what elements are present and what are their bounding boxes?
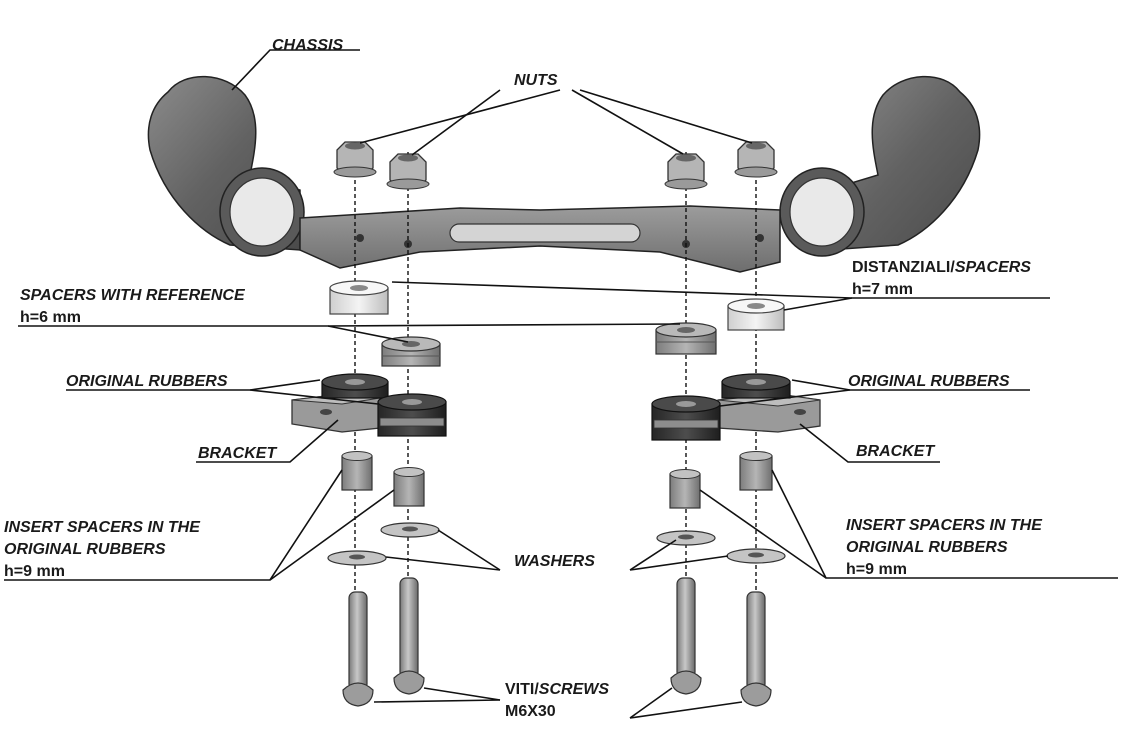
screw-3 (670, 577, 702, 695)
spacer-7mm-right (727, 298, 785, 331)
insert-spacer-4 (739, 451, 773, 491)
washer-1 (327, 550, 387, 566)
label-distanziali-suffix: SPACERS (955, 259, 1031, 276)
rubber-left-bottom (377, 393, 447, 437)
label-chassis: CHASSIS (272, 37, 343, 54)
washer-2 (380, 522, 440, 538)
rubber-right-top (721, 373, 791, 399)
screw-1 (342, 591, 374, 707)
leader-lines (4, 49, 1118, 719)
insert-spacer-2 (393, 467, 425, 507)
rubber-right-bottom (651, 395, 721, 441)
label-bracket-left: BRACKET (198, 445, 277, 462)
screw-4 (740, 591, 772, 707)
label-screws-suffix: SCREWS (539, 681, 610, 698)
label-washers: WASHERS (514, 553, 595, 570)
insert-spacer-1 (341, 451, 373, 491)
chassis-tube-left (147, 75, 305, 257)
label-insert-right-height: h=9 mm (846, 561, 907, 578)
label-screws: VITI/SCREWS (505, 681, 609, 698)
spacer-7mm-left (329, 280, 389, 315)
washer-3 (656, 530, 716, 546)
nut-2 (386, 153, 430, 190)
label-insert-left-height: h=9 mm (4, 563, 65, 580)
label-insert-left-line2: ORIGINAL RUBBERS (4, 541, 166, 558)
label-original-rubbers-right: ORIGINAL RUBBERS (848, 373, 1010, 390)
nut-4 (734, 141, 778, 178)
label-distanziali-height: h=7 mm (852, 281, 913, 298)
rubber-left-top (321, 373, 389, 399)
label-insert-right-line1: INSERT SPACERS IN THE (846, 517, 1043, 534)
washer-4 (726, 548, 786, 564)
nut-1 (333, 141, 377, 178)
label-screws-size: M6X30 (505, 703, 556, 720)
label-spacers-with-reference: SPACERS WITH REFERENCE (20, 287, 246, 304)
label-nuts: NUTS (514, 72, 558, 89)
nut-3 (664, 153, 708, 190)
label-screws-prefix: VITI/ (505, 681, 539, 698)
chassis-plate (299, 205, 781, 273)
spacer-ref-6mm-left (381, 336, 441, 367)
chassis-tube-right (779, 75, 981, 257)
label-spacers-ref-height: h=6 mm (20, 309, 81, 326)
label-distanziali-prefix: DISTANZIALI/ (852, 259, 955, 276)
label-distanziali: DISTANZIALI/SPACERS (852, 259, 1031, 276)
screw-2 (393, 577, 425, 695)
spacer-ref-6mm-right (655, 322, 717, 355)
label-bracket-right: BRACKET (856, 443, 935, 460)
label-insert-left-line1: INSERT SPACERS IN THE (4, 519, 201, 536)
insert-spacer-3 (669, 469, 701, 509)
label-insert-right-line2: ORIGINAL RUBBERS (846, 539, 1008, 556)
label-original-rubbers-left: ORIGINAL RUBBERS (66, 373, 228, 390)
